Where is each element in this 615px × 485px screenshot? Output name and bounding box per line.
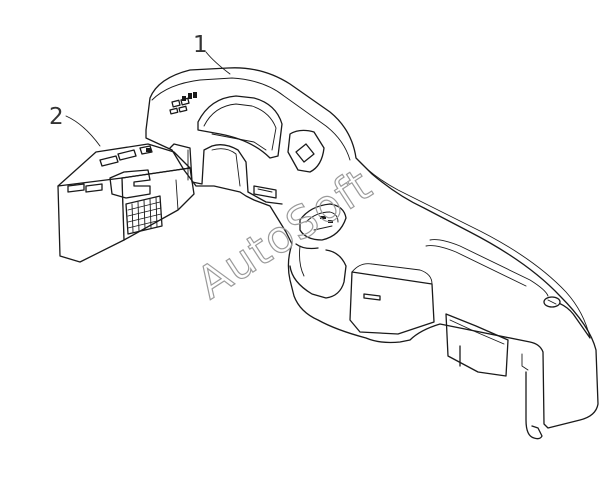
left-switch-group[interactable] — [169, 92, 197, 115]
console-e-bracket — [109, 169, 151, 199]
console-top-slot-2[interactable] — [117, 149, 137, 161]
glove-box[interactable] — [349, 263, 435, 335]
callout-1[interactable]: 1 — [193, 32, 231, 75]
cluster-window — [197, 95, 283, 159]
callout-2[interactable]: 2 — [49, 104, 101, 147]
console-front-slot-1[interactable] — [67, 183, 85, 193]
console-top-slot-1[interactable] — [99, 155, 119, 167]
panel-top-rim — [151, 77, 351, 161]
console-top-face — [57, 143, 191, 187]
panel-outline — [145, 67, 599, 429]
console-front-slot-2[interactable] — [85, 183, 103, 193]
watermark-text: AutoSoft — [188, 159, 381, 309]
callout-1-leader-line — [205, 51, 231, 75]
callout-1-number: 1 — [193, 32, 208, 58]
right-vent[interactable] — [287, 129, 325, 173]
callout-2-number: 2 — [49, 104, 64, 130]
watermark: AutoSoft — [188, 159, 382, 310]
mounting-bracket — [525, 371, 543, 440]
passenger-lower-box — [445, 313, 509, 377]
console-grille — [125, 195, 163, 235]
center-vent-cluster[interactable] — [295, 203, 347, 250]
passenger-groove — [429, 239, 549, 297]
instrument-panel-part-1[interactable] — [145, 67, 599, 440]
console-indicator — [146, 148, 151, 152]
console-box-part-2[interactable] — [57, 143, 195, 263]
console-front-face — [57, 177, 125, 263]
center-support — [169, 143, 249, 193]
radio-slot[interactable] — [253, 185, 277, 199]
console-top-slot-3[interactable] — [139, 145, 153, 155]
callout-2-leader-line — [65, 115, 101, 147]
lower-knee-panel — [289, 249, 347, 299]
